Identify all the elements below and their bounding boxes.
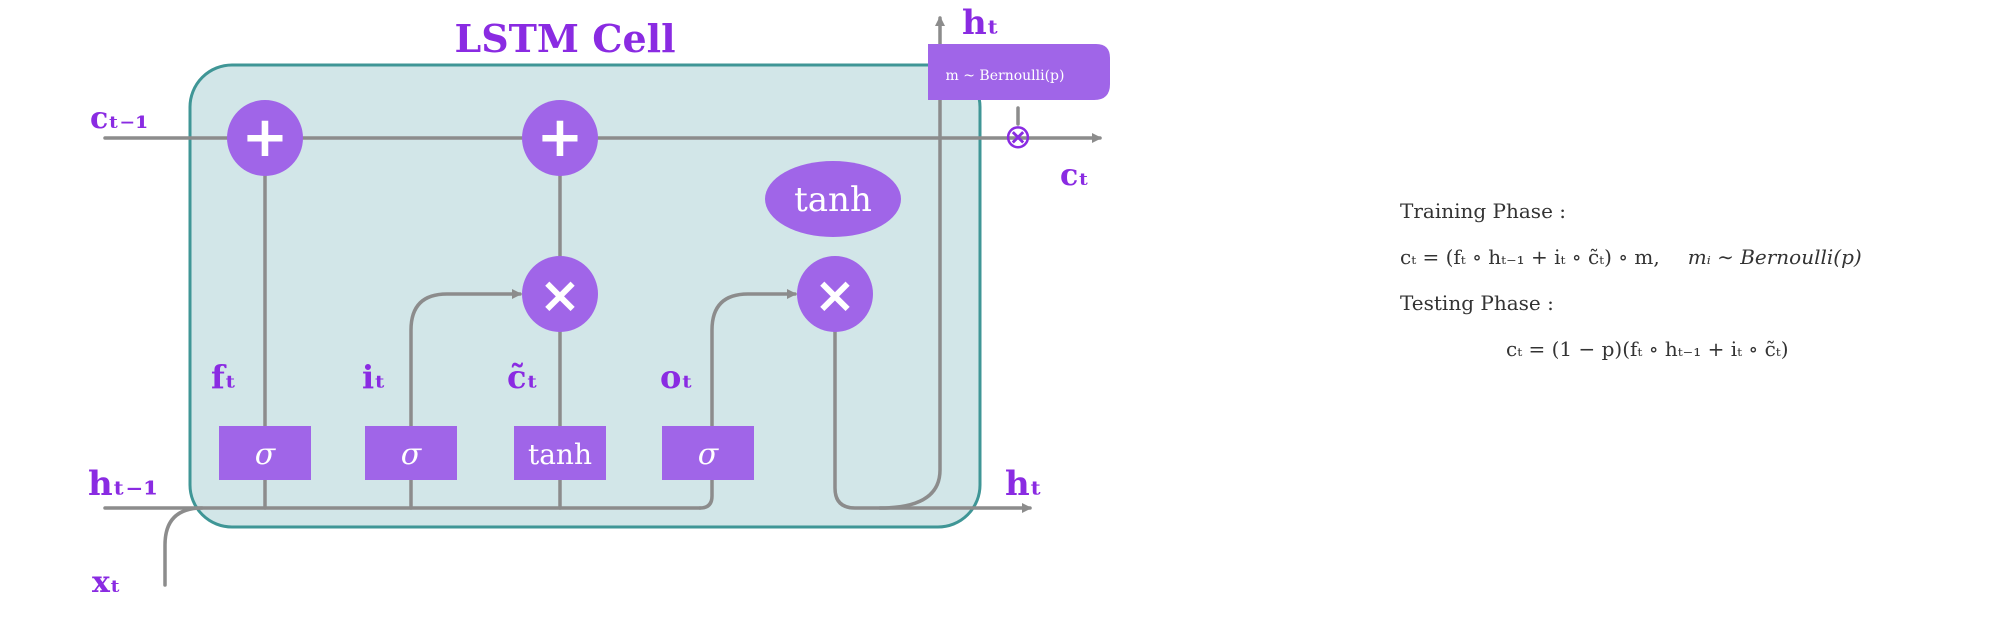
label-candidate: c̃ₜ: [507, 358, 538, 396]
dropout-tag: [928, 44, 1110, 100]
label-x-in: xₜ: [92, 565, 121, 600]
label-c-out: cₜ: [1060, 158, 1089, 193]
times-icon: ×: [539, 266, 581, 324]
mask-multiply-icon: ⊗: [1004, 117, 1033, 157]
training-equation: cₜ = (fₜ ∘ hₜ₋₁ + iₜ ∘ c̃ₜ) ∘ m,: [1400, 245, 1660, 269]
output-gate-line: [698, 289, 797, 510]
hidden-output-line: [833, 292, 1032, 513]
diagram-title: LSTM Cell: [454, 16, 675, 61]
input-gate-box: [365, 426, 457, 480]
plus-icon: +: [242, 105, 289, 170]
label-forget: fₜ: [211, 358, 237, 396]
forget-gate-box: [219, 426, 311, 480]
tanh-activation-node: [765, 161, 901, 237]
output-gate-symbol: σ: [698, 437, 720, 472]
dropout-tag-label: m ~ Bernoulli(p): [946, 68, 1065, 84]
hidden-output-up-line: [878, 16, 945, 510]
training-condition: mᵢ ∼ Bernoulli(p): [1687, 245, 1862, 269]
testing-equation: cₜ = (1 − p)(fₜ ∘ hₜ₋₁ + iₜ ∘ c̃ₜ): [1506, 337, 1789, 361]
lstm-cell-diagram: LSTM Cell σ σ tanh σ + + × × tanh m ~ Be…: [88, 3, 1110, 600]
dropout-equations: Training Phase : cₜ = (fₜ ∘ hₜ₋₁ + iₜ ∘ …: [1400, 188, 1960, 372]
label-input: iₜ: [362, 358, 386, 396]
forget-add-node: [227, 100, 303, 176]
input-x-line: [163, 506, 204, 587]
label-c-prev: cₜ₋₁: [90, 101, 148, 136]
input-add-node: [522, 100, 598, 176]
label-output: oₜ: [660, 358, 693, 396]
candidate-gate-symbol: tanh: [528, 438, 592, 471]
tanh-activation-label: tanh: [794, 180, 872, 220]
training-equation-row: cₜ = (fₜ ∘ hₜ₋₁ + iₜ ∘ c̃ₜ) ∘ m, mᵢ ∼ Ber…: [1400, 234, 1960, 280]
label-h-prev: hₜ₋₁: [88, 464, 158, 504]
input-gate-line: [409, 289, 522, 510]
label-h-out-top: hₜ: [962, 3, 999, 43]
output-gate-box: [662, 426, 754, 480]
output-multiply-node: [797, 256, 873, 332]
input-gate-symbol: σ: [401, 437, 423, 472]
candidate-gate-box: [514, 426, 606, 480]
times-icon: ×: [814, 266, 856, 324]
input-multiply-node: [522, 256, 598, 332]
plus-icon: +: [537, 105, 584, 170]
forget-gate-symbol: σ: [255, 437, 277, 472]
label-h-out-right: hₜ: [1005, 464, 1042, 504]
training-phase-label: Training Phase :: [1400, 199, 1566, 223]
testing-phase-label: Testing Phase :: [1400, 291, 1554, 315]
